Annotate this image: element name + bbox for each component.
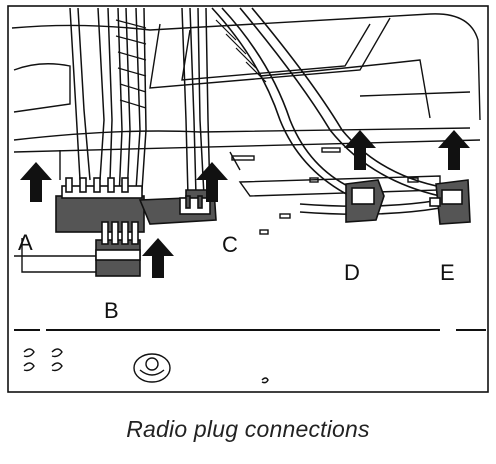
- wire-wrap: [115, 19, 267, 109]
- arrow-e: [438, 130, 470, 170]
- arrow-a: [20, 162, 52, 202]
- connector-a: [55, 177, 145, 233]
- callout-d: D: [344, 260, 360, 285]
- arrow-c: [196, 162, 228, 202]
- callout-a: A: [18, 230, 33, 255]
- radio-housing: [11, 13, 486, 331]
- connector-b: [95, 221, 141, 277]
- connector-c: [138, 189, 217, 225]
- callout-e: E: [440, 260, 455, 285]
- callout-b: B: [104, 298, 119, 323]
- connector-d: [345, 179, 385, 223]
- connector-e: [429, 179, 471, 225]
- figure-caption: Radio plug connections: [126, 416, 370, 442]
- lower-panel: [23, 348, 269, 384]
- slot-marks: [231, 147, 419, 235]
- pull-arrows: [20, 130, 470, 278]
- arrow-b: [142, 238, 174, 278]
- screw: [133, 353, 171, 383]
- callout-c: C: [222, 232, 238, 257]
- arrow-d: [344, 130, 376, 170]
